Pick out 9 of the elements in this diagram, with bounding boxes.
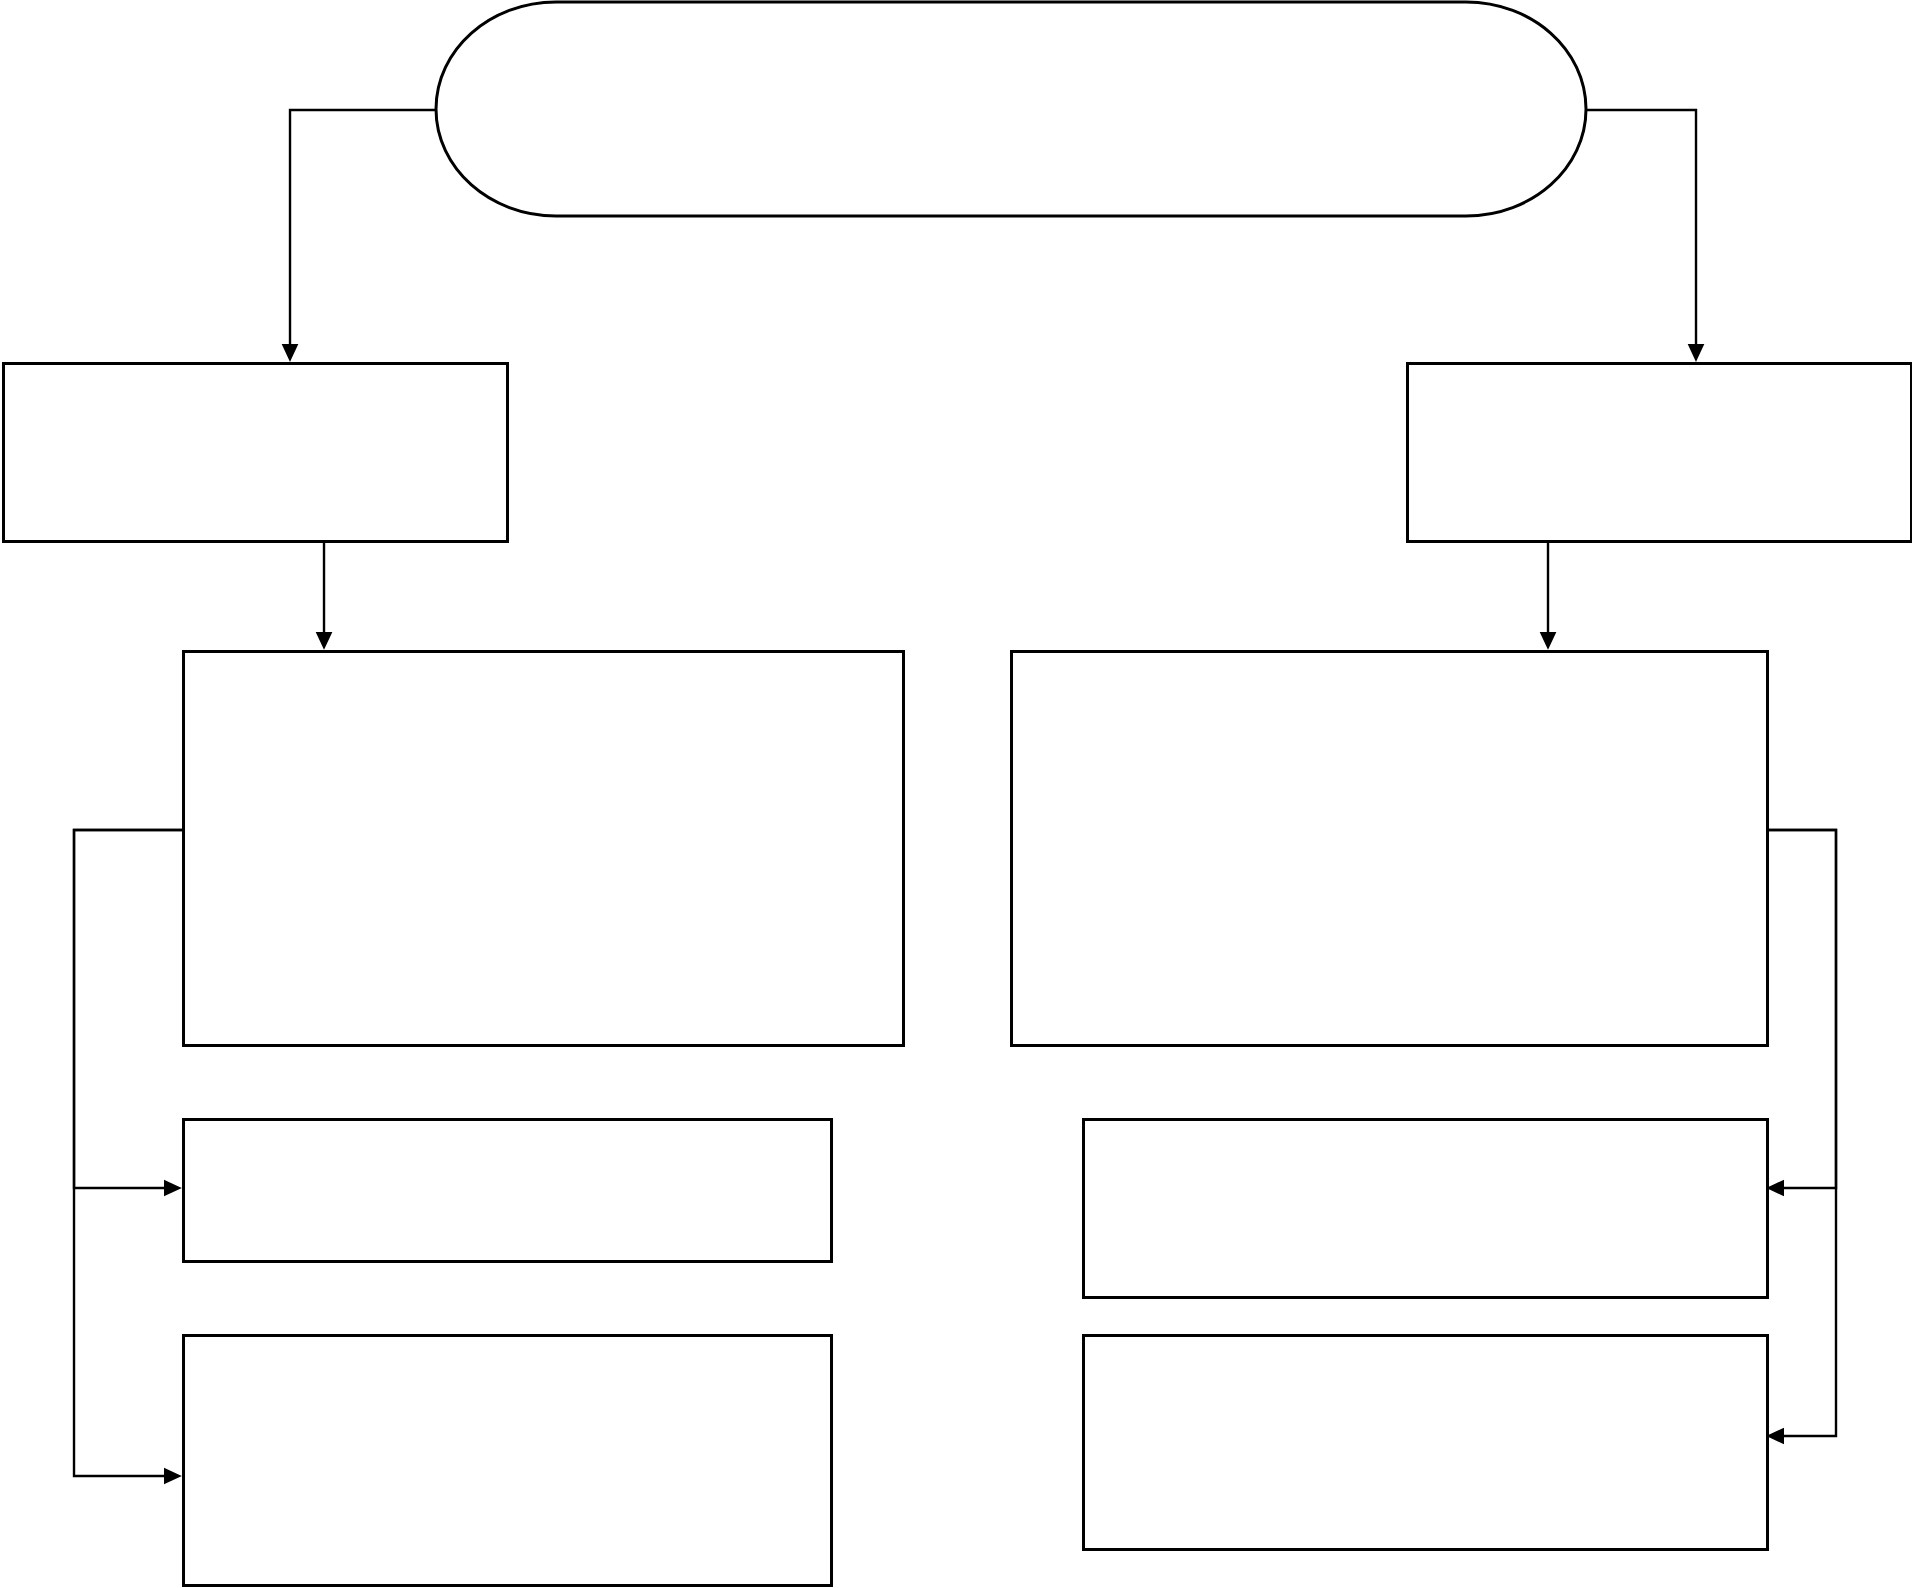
process-box xyxy=(1082,1334,1769,1551)
process-box xyxy=(182,1334,833,1587)
process-box xyxy=(182,650,905,1047)
process-box xyxy=(1406,362,1912,543)
process-box xyxy=(1010,650,1769,1047)
arrow xyxy=(1766,828,1838,1445)
process-box xyxy=(2,362,509,543)
process-box xyxy=(1082,1118,1769,1299)
process-box xyxy=(182,1118,833,1263)
